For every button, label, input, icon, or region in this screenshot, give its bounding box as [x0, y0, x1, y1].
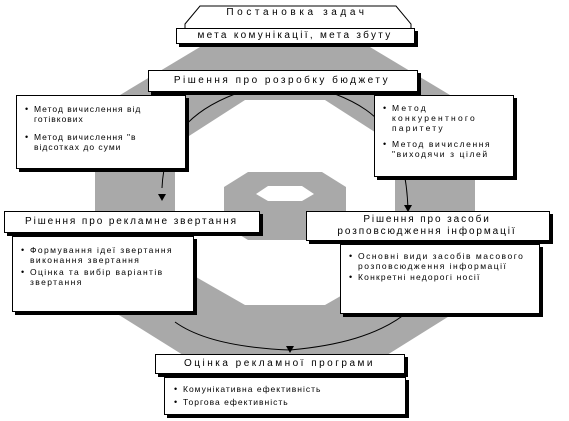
arc-left-to-eval — [174, 321, 291, 351]
right-method-2: Метод вичислення "виходячи з цілей — [383, 139, 509, 159]
goals-box: мета комунікації, мета збуту — [176, 28, 415, 44]
appeal-title: Рішення про рекламне звертання — [25, 216, 238, 227]
appeal-items-box: Формування ідеї звертання виконання звер… — [12, 236, 194, 312]
appeal-item-2: Оцінка та вибір варіантів звертання — [21, 267, 189, 287]
appeal-item-1: Формування ідеї звертання виконання звер… — [21, 245, 189, 265]
left-methods-list: Метод вичислення від готівкових Метод ви… — [25, 104, 179, 152]
media-item-2: Конкретні недорогі носії — [349, 272, 535, 282]
evaluation-title-box: Оцінка рекламної програми — [155, 354, 405, 374]
budget-title: Рішення про розробку бюджету — [173, 75, 391, 86]
arrow-to-appeal-head — [158, 194, 166, 201]
left-method-1: Метод вичислення від готівкових — [25, 104, 179, 124]
media-items-list: Основні види засобів масового розповсюдж… — [349, 251, 535, 282]
media-items-box: Основні види засобів масового розповсюдж… — [340, 244, 540, 314]
top-title: Постановка задач — [226, 7, 368, 18]
evaluation-items-list: Комунікативна ефективність Торгова ефект… — [174, 384, 401, 407]
goals-subtitle: мета комунікації, мета збуту — [197, 30, 393, 41]
right-methods-list: Метод конкурентного паритету Метод вичис… — [383, 103, 509, 159]
evaluation-items-box: Комунікативна ефективність Торгова ефект… — [164, 377, 406, 415]
media-title-box: Рішення про засоби розповсюдження інформ… — [306, 211, 550, 241]
appeal-items-list: Формування ідеї звертання виконання звер… — [21, 245, 189, 287]
arrow-to-media-head — [404, 205, 412, 212]
left-method-2: Метод вичислення "в відсотках до суми — [25, 132, 179, 152]
right-methods-box: Метод конкурентного паритету Метод вичис… — [374, 95, 514, 177]
evaluation-item-2: Торгова ефективність — [174, 397, 401, 407]
right-method-1: Метод конкурентного паритету — [383, 103, 509, 133]
arc-right-to-eval — [289, 309, 411, 351]
left-methods-box: Метод вичислення від готівкових Метод ви… — [16, 95, 186, 169]
media-item-1: Основні види засобів масового розповсюдж… — [349, 251, 535, 271]
evaluation-title: Оцінка рекламної програми — [184, 358, 375, 369]
media-title: Рішення про засоби розповсюдження інформ… — [337, 214, 517, 237]
appeal-title-box: Рішення про рекламне звертання — [4, 211, 260, 233]
budget-box: Рішення про розробку бюджету — [148, 70, 418, 92]
arrow-to-eval-head — [286, 346, 294, 353]
evaluation-item-1: Комунікативна ефективність — [174, 384, 401, 394]
center-hexagon-inner — [256, 186, 314, 201]
